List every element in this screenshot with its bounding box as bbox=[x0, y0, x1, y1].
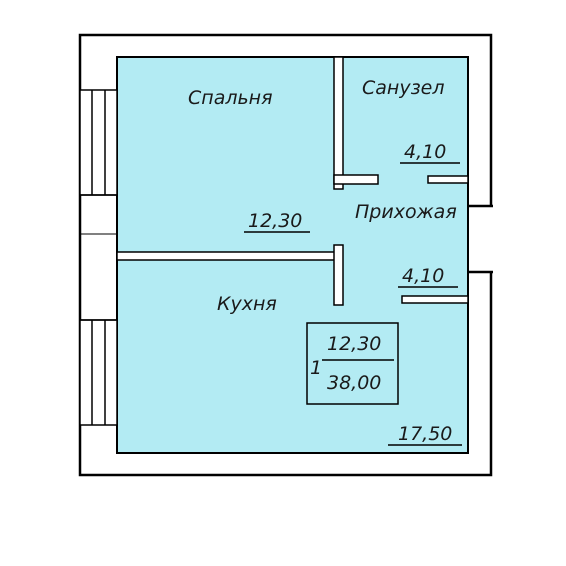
hallway-area: 4,10 bbox=[402, 265, 444, 287]
bathroom-wall-stub bbox=[427, 175, 469, 184]
hallway-label: Прихожая bbox=[355, 201, 457, 223]
rooms-count: 1 bbox=[310, 357, 322, 379]
bathroom-partition-vertical bbox=[333, 56, 344, 190]
bathroom-partition-stub bbox=[333, 174, 379, 185]
bedroom-kitchen-partition bbox=[116, 251, 339, 261]
kitchen-area: 17,50 bbox=[398, 423, 452, 445]
living-area: 12,30 bbox=[327, 333, 381, 355]
summary-box: 1 12,30 38,00 bbox=[306, 322, 399, 405]
outer-wall-outline bbox=[78, 33, 493, 477]
window-upper bbox=[79, 89, 118, 196]
bedroom-label: Спальня bbox=[188, 87, 273, 109]
window-lower bbox=[79, 319, 118, 426]
total-area: 38,00 bbox=[327, 372, 381, 394]
bathroom-label: Санузел bbox=[362, 77, 445, 99]
kitchen-label: Кухня bbox=[217, 293, 277, 315]
bedroom-area: 12,30 bbox=[248, 210, 302, 232]
hallway-wall-stub bbox=[401, 295, 469, 304]
kitchen-partition-end bbox=[333, 244, 344, 306]
bathroom-area: 4,10 bbox=[404, 141, 446, 163]
window-middle bbox=[80, 194, 117, 321]
